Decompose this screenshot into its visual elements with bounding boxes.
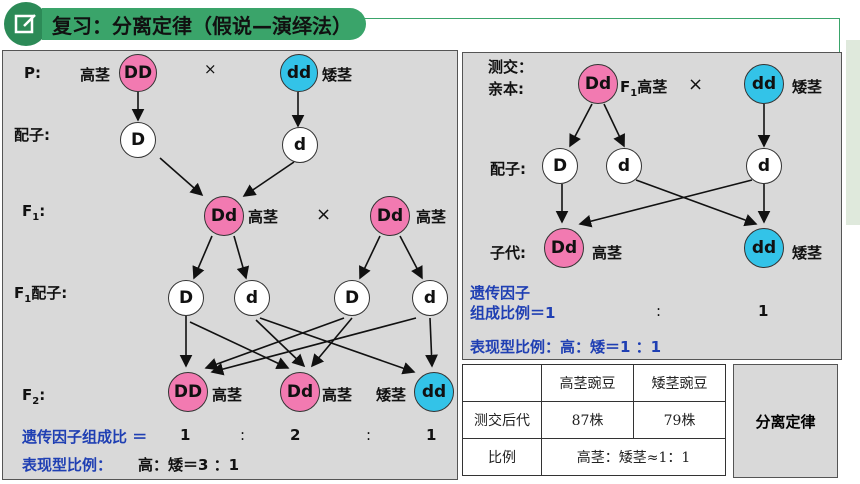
tc-phenotype-ratio: 表现型比例：高：矮＝1 ：1 xyxy=(470,338,662,356)
f2-DD-text: 高茎 xyxy=(212,386,243,404)
f1-right-circle: Dd xyxy=(370,196,410,236)
p-right-text: 矮茎 xyxy=(322,66,353,84)
green-frame-line xyxy=(60,18,840,19)
tc-ratio-label-1: 遗传因子 xyxy=(470,284,531,302)
table-row: 比例 高茎：矮茎≈1：1 xyxy=(462,438,726,476)
gamete-label: 配子: xyxy=(14,126,50,144)
f1-right-text: 高茎 xyxy=(416,208,447,226)
tc-ratio-right: 1 xyxy=(758,302,769,320)
table-cell xyxy=(462,364,542,402)
f1-gamete-label: F1配子: xyxy=(14,284,68,305)
table-cell: 比例 xyxy=(462,438,542,476)
f1-gamete-1: D xyxy=(168,280,204,316)
table-cell: 87株 xyxy=(541,401,634,439)
offspring-dd-text: 矮茎 xyxy=(792,244,823,262)
tc-cross: × xyxy=(688,74,704,95)
genotype-ratio-label: 遗传因子组成比 ＝ xyxy=(22,428,148,446)
tc-ratio-colon: : xyxy=(656,302,662,320)
tc-gamete-D: D xyxy=(542,148,578,184)
testcross-results-table: 高茎豌豆 矮茎豌豆 测交后代 87株 79株 比例 高茎：矮茎≈1：1 xyxy=(462,364,726,476)
genotype-ratio-colon-2: : xyxy=(366,426,372,444)
f1-left-circle: Dd xyxy=(204,196,244,236)
table-cell: 79株 xyxy=(633,401,726,439)
tc-parent2-text: 矮茎 xyxy=(792,78,823,96)
table-row: 高茎豌豆 矮茎豌豆 xyxy=(462,364,726,402)
p-rec-circle: dd xyxy=(280,54,318,92)
f1-gamete-3: D xyxy=(334,280,370,316)
f2-Dd-text: 高茎 xyxy=(322,386,353,404)
law-of-segregation-box: 分离定律 xyxy=(733,364,838,478)
testcross-label: 测交： xyxy=(488,58,534,76)
p-dd-circle: DD xyxy=(119,54,157,92)
offspring-dd-circle: dd xyxy=(744,228,784,268)
table-cell-ratio: 高茎：矮茎≈1：1 xyxy=(541,438,726,476)
p-left-text: 高茎 xyxy=(80,66,111,84)
table-cell: 测交后代 xyxy=(462,401,542,439)
f1-gamete-4: d xyxy=(412,280,448,316)
f1-cross: × xyxy=(316,204,332,225)
f1-gamete-2: d xyxy=(234,280,270,316)
genotype-ratio-1: 1 xyxy=(180,426,191,444)
genotype-ratio-2: 2 xyxy=(290,426,301,444)
f2-DD-circle: DD xyxy=(168,372,208,412)
f2-dd-circle: dd xyxy=(414,372,454,412)
tc-parent-Dd-circle: Dd xyxy=(578,64,618,104)
page-title: 复习：分离定律（假说—演绎法） xyxy=(42,8,366,40)
f1-left-text: 高茎 xyxy=(248,208,279,226)
f2-label: F2: xyxy=(22,386,46,407)
tc-parent-dd-circle: dd xyxy=(744,64,784,104)
title-banner: 复习：分离定律（假说—演绎法） xyxy=(4,2,366,46)
tc-gamete-d2: d xyxy=(746,148,782,184)
phenotype-ratio-value: 高：矮＝3 ：1 xyxy=(138,456,240,474)
green-side-strip xyxy=(846,40,860,225)
parent-label: 亲本: xyxy=(488,80,524,98)
genotype-ratio-3: 1 xyxy=(426,426,437,444)
offspring-Dd-circle: Dd xyxy=(544,228,584,268)
gamete-d-circle: d xyxy=(282,127,318,163)
gamete-D-circle: D xyxy=(120,122,156,158)
f1-label: F1: xyxy=(22,202,46,223)
tc-ratio-label-2: 组成比例＝1 xyxy=(470,304,556,322)
tc-gamete-label: 配子: xyxy=(490,160,526,178)
tc-gamete-d1: d xyxy=(606,148,642,184)
f2-dd-text: 矮茎 xyxy=(376,386,407,404)
phenotype-ratio-label: 表现型比例： xyxy=(22,456,113,474)
table-cell: 高茎豌豆 xyxy=(541,364,634,402)
table-cell: 矮茎豌豆 xyxy=(633,364,726,402)
p-label: P: xyxy=(24,64,41,82)
edit-icon xyxy=(4,2,48,46)
left-panel xyxy=(2,50,458,480)
f2-Dd-circle: Dd xyxy=(280,372,320,412)
offspring-Dd-text: 高茎 xyxy=(592,244,623,262)
table-row: 测交后代 87株 79株 xyxy=(462,401,726,439)
offspring-label: 子代: xyxy=(490,244,526,262)
p-cross: × xyxy=(204,60,217,78)
tc-parent-text: F1高茎 xyxy=(620,78,668,99)
genotype-ratio-colon-1: : xyxy=(240,426,246,444)
